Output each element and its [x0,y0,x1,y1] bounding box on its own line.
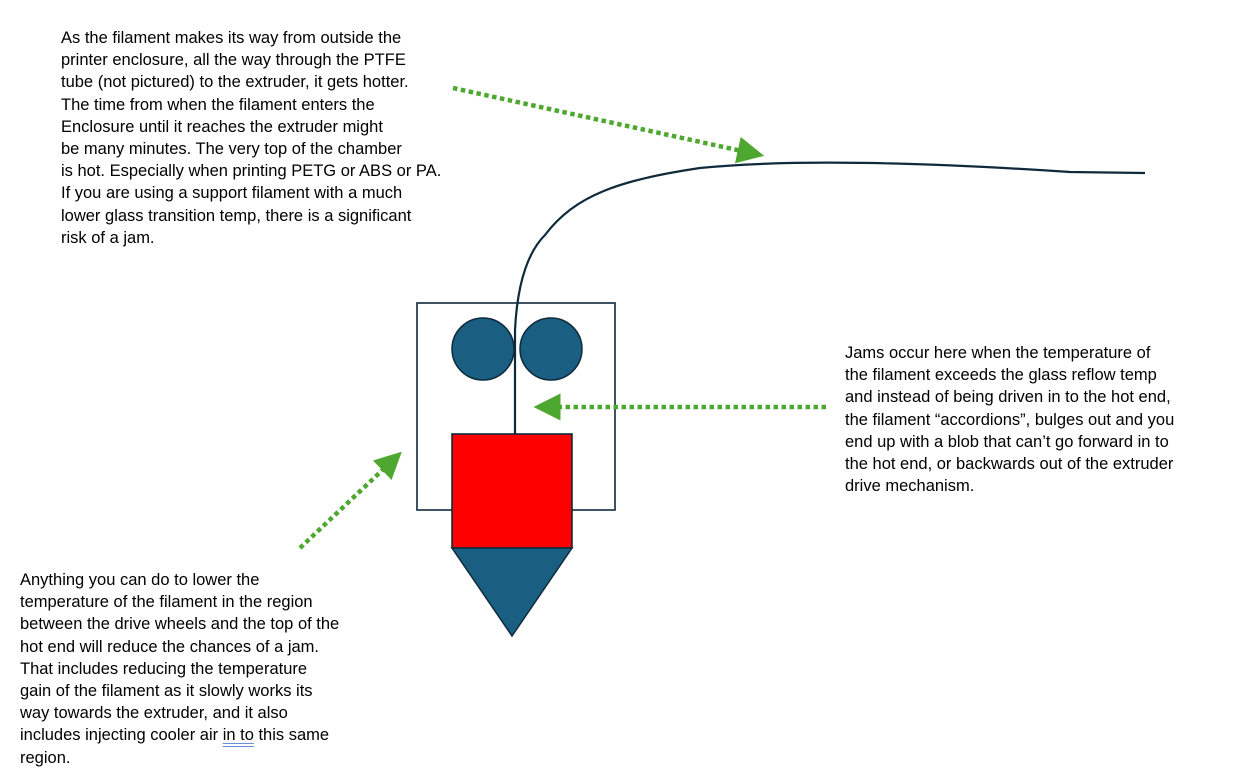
annotation-cooling-advice: Anything you can do to lower the tempera… [20,569,339,769]
note-line: is hot. Especially when printing PETG or… [61,162,442,181]
note-line: between the drive wheels and the top of … [20,615,340,634]
spellcheck-underlined-text: in to [222,726,254,745]
arrow-top-to-filament [452,85,765,164]
note-line: the filament exceeds the glass reflow te… [845,366,1157,385]
note-line: hot end will reduce the chances of a jam… [20,637,320,656]
note-line: If you are using a support filament with… [61,184,403,203]
note-line: printer enclosure, all the way through t… [61,51,406,70]
note-line: temperature of the filament in the regio… [20,593,313,612]
note-line: tube (not pictured) to the extruder, it … [61,73,409,92]
nozzle [450,547,574,638]
note-line: Jams occur here when the temperature of [845,344,1151,362]
note-line: That includes reducing the temperature [20,659,308,678]
note-line: The time from when the filament enters t… [61,95,375,114]
note-text: includes injecting cooler air [20,726,223,745]
hot-end-block [451,433,573,549]
note-line: way towards the extruder, and it also [20,704,288,723]
note-line: risk of a jam. [61,228,155,247]
filament-path [513,161,1146,434]
note-line: As the filament makes its way from outsi… [61,29,402,47]
note-line: be many minutes. The very top of the cha… [61,140,402,159]
annotation-filament-heating: As the filament makes its way from outsi… [61,27,441,249]
note-line: end up with a blob that can’t go forward… [845,432,1169,451]
note-line: includes injecting cooler air in to this… [20,724,339,746]
note-line: Anything you can do to lower the [20,571,260,589]
note-line: the hot end, or backwards out of the ext… [845,455,1174,474]
note-line: and instead of being driven in to the ho… [845,388,1171,407]
drive-wheel-left [451,317,515,381]
note-line: lower glass transition temp, there is a … [61,206,412,225]
note-line: Enclosure until it reaches the extruder … [61,117,383,136]
note-text: this same [253,726,330,745]
note-line: region. [20,748,71,767]
note-line: the filament “accordions”, bulges out an… [845,410,1175,429]
note-line: gain of the filament as it slowly works … [20,682,313,701]
annotation-jam-location: Jams occur here when the temperature of … [845,342,1174,497]
drive-wheel-right [519,317,583,381]
note-line: drive mechanism. [845,477,975,496]
arrow-bottom-to-region [298,451,402,550]
